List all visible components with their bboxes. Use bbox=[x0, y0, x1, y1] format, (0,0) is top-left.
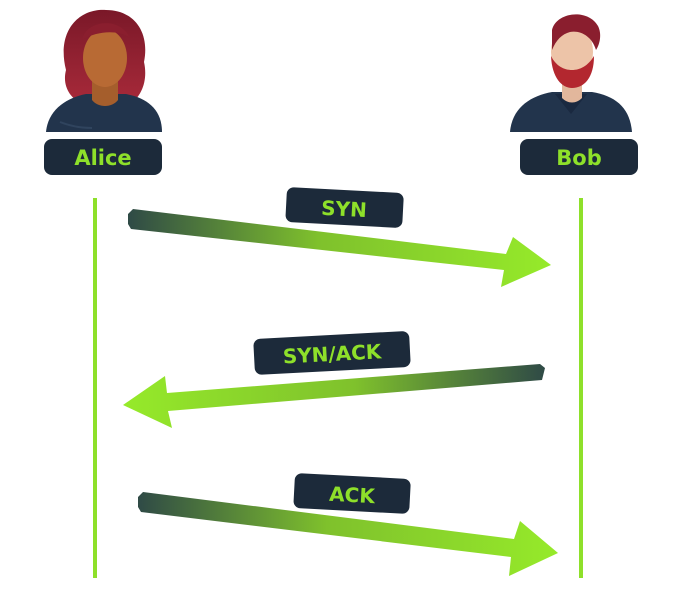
alice-label: Alice bbox=[44, 139, 162, 175]
alice-avatar bbox=[46, 10, 162, 132]
bob-label: Bob bbox=[520, 139, 638, 175]
ack-label: ACK bbox=[293, 473, 411, 514]
synack-label: SYN/ACK bbox=[253, 331, 411, 375]
syn-text: SYN bbox=[321, 196, 368, 222]
bob-avatar bbox=[510, 14, 632, 132]
ack-text: ACK bbox=[329, 482, 377, 508]
synack-arrow bbox=[123, 364, 545, 428]
bob-name: Bob bbox=[556, 146, 601, 170]
alice-name: Alice bbox=[74, 146, 131, 170]
syn-label: SYN bbox=[285, 187, 404, 228]
